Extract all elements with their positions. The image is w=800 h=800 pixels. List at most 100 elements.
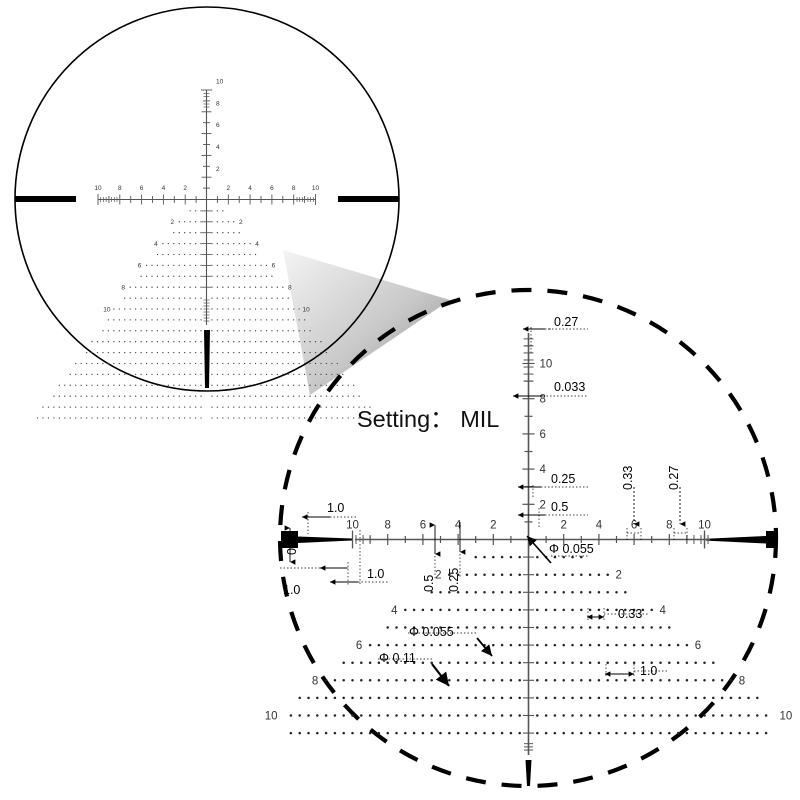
detail-post-bottom [525, 760, 532, 786]
detail-post-right-cap [766, 531, 775, 548]
setting-label: Setting： MIL [357, 406, 499, 432]
detail-h-label-right-2: 2 [560, 520, 566, 532]
dim-center-dot: Φ 0.055 [526, 535, 594, 564]
detail-v-label-10: 10 [540, 359, 553, 371]
scope-tree-label-right-10: 10 [303, 306, 311, 313]
detail-h-label-left-8: 8 [384, 520, 390, 532]
scope-tree-label-right-8: 8 [288, 285, 292, 292]
scope-tree-label-left-6: 6 [138, 263, 142, 270]
scope-tree-label-right-4: 4 [255, 241, 259, 248]
detail-h-label-right-6: 6 [631, 520, 637, 532]
detail-v-label-8: 8 [540, 394, 546, 406]
label-vertical-05: 0.5 [551, 500, 568, 514]
detail-v-label-2: 2 [540, 499, 546, 511]
label-left-post-thickness: 0.25 [285, 531, 299, 555]
dim-vertical-fine-tick: 0.033 [513, 380, 588, 399]
detail-dot-label-left-8: 8 [312, 675, 318, 687]
dim-left-025: 0.25 [447, 522, 466, 592]
dim-left-gap-bottom-b: 1.0 [330, 530, 388, 586]
label-center-dot: Φ 0.055 [549, 542, 594, 556]
detail-dot-label-left-4: 4 [391, 605, 398, 617]
detail-h-label-left-2: 2 [490, 520, 496, 532]
label-grid-10: 1.0 [640, 664, 657, 678]
post-left [15, 196, 76, 202]
detail-dot-label-left-2: 2 [435, 570, 441, 582]
dim-vertical-025: 0.25 [518, 472, 588, 497]
label-vertical-fine-tick: 0.033 [554, 380, 585, 394]
scope-tree-label-right-6: 6 [272, 263, 276, 270]
detail-dot-label-right-4: 4 [659, 605, 666, 617]
dim-left-gap-bottom-a: 1.0 [279, 562, 349, 597]
detail-h-label-right-10: 10 [698, 520, 711, 532]
label-left-gap-bottom-b: 1.0 [367, 567, 384, 581]
label-vertical-025: 0.25 [551, 472, 575, 486]
detail-dot-label-right-2: 2 [615, 570, 621, 582]
dim-left-05: 0.5 [422, 522, 441, 592]
scope-h-label-right-6: 6 [270, 185, 274, 192]
detail-h-label-left-6: 6 [420, 520, 426, 532]
detail-dot-label-right-10: 10 [780, 711, 793, 723]
scope-tree-label-left-10: 10 [103, 306, 111, 313]
scope-tree-label-left-2: 2 [170, 219, 174, 226]
scope-tree-label-left-8: 8 [121, 285, 125, 292]
vertical-lower-ticks [202, 210, 211, 288]
detail-h-label-right-8: 8 [666, 520, 672, 532]
scope-h-label-right-4: 4 [248, 185, 252, 192]
detail-post-left [298, 536, 352, 543]
post-right [338, 196, 399, 202]
scope-v-label-8: 8 [216, 100, 220, 107]
detail-v-labels: 2 4 6 8 10 [540, 359, 553, 512]
label-left-025: 0.25 [447, 568, 461, 592]
dim-grid-033: 0.33 [587, 607, 648, 621]
label-right-027: 0.27 [667, 466, 681, 490]
dim-grid-dot-small: Φ 0.055 [408, 625, 493, 657]
label-right-033: 0.33 [621, 466, 635, 490]
scope-h-label-left-2: 2 [183, 185, 187, 192]
scope-tree-label-right-2: 2 [239, 219, 243, 226]
scope-v-label-2: 2 [216, 166, 220, 173]
dim-grid-dot-large: Φ 0.11 [378, 651, 450, 687]
scope-h-label-left-10: 10 [94, 185, 102, 192]
scope-h-label-left-8: 8 [118, 185, 122, 192]
horizontal-ticks [97, 194, 316, 205]
detail-horizontal-ticks [351, 530, 709, 549]
scope-h-label-left-6: 6 [140, 185, 144, 192]
detail-v-label-6: 6 [540, 429, 546, 441]
vertical-ticks [201, 89, 212, 189]
post-bottom [204, 330, 210, 388]
scope-h-label-right-2: 2 [226, 185, 230, 192]
scope-tree-dots [36, 210, 377, 419]
detail-h-label-left-4: 4 [455, 520, 462, 532]
scope-v-label-10: 10 [216, 79, 224, 86]
detail-dot-label-right-8: 8 [739, 675, 745, 687]
detail-post-right [706, 536, 766, 544]
dim-top-post-gap: 0.27 [523, 315, 588, 355]
dim-right-033: 0.33 [621, 466, 642, 540]
scope-v-label-6: 6 [216, 122, 220, 129]
label-grid-dot-small: Φ 0.055 [409, 625, 454, 639]
label-left-gap-bottom-a: 1.0 [283, 583, 300, 597]
scope-tree-label-left-4: 4 [154, 241, 158, 248]
detail-h-label-left-10: 10 [346, 520, 359, 532]
scope-v-label-4: 4 [216, 144, 220, 151]
vertical-fine-hash [203, 93, 210, 108]
detail-v-label-4: 4 [540, 464, 547, 476]
scope-h-label-right-10: 10 [312, 185, 320, 192]
detail-dot-label-right-6: 6 [695, 640, 701, 652]
scope-v-labels: 2 4 6 8 10 [216, 79, 224, 173]
detail-dot-grid [289, 555, 768, 735]
horizontal-fine-hash [100, 197, 314, 202]
dim-left-gap-top: 1.0 [302, 501, 356, 534]
dim-grid-10: 1.0 [605, 664, 668, 678]
detail-dot-label-left-10: 10 [265, 711, 278, 723]
magnifier-cone [283, 250, 450, 395]
vertical-lower-hash [203, 299, 210, 322]
scope-tree-labels: 2 2 4 4 6 6 8 8 10 10 [103, 219, 310, 313]
dim-right-027: 0.27 [667, 466, 688, 540]
annotations: 0.27 0.033 0.25 0.5 Φ 0.055 [279, 315, 688, 687]
label-grid-dot-large: Φ 0.11 [379, 651, 416, 665]
